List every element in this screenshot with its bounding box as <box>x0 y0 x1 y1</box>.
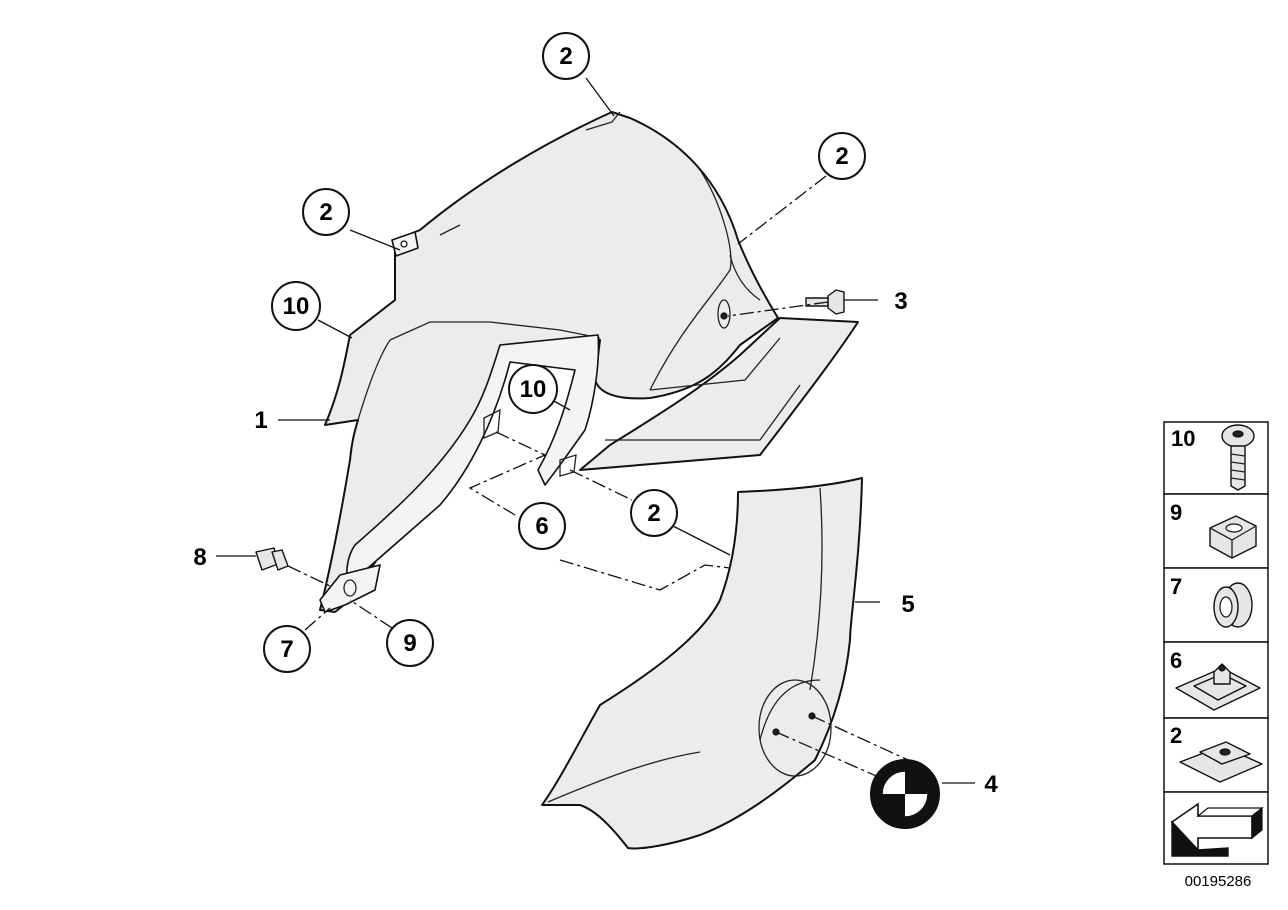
svg-text:2: 2 <box>647 500 660 527</box>
emblem-part <box>870 759 940 829</box>
callout-2-right: 2 <box>818 132 866 180</box>
label-3: 3 <box>894 288 907 315</box>
svg-text:2: 2 <box>835 143 848 170</box>
callout-2-left: 2 <box>302 188 350 236</box>
bolt-icon <box>1221 424 1255 491</box>
label-1: 1 <box>254 407 267 434</box>
svg-text:10: 10 <box>283 293 310 320</box>
callout-2-center: 2 <box>630 489 678 537</box>
grommet-icon <box>1213 582 1253 628</box>
callout-9: 9 <box>386 619 434 667</box>
callout-10-center: 10 <box>508 364 558 414</box>
callout-10-left: 10 <box>271 281 321 331</box>
legend-label-9: 9 <box>1170 500 1182 525</box>
label-4: 4 <box>984 771 998 798</box>
svg-text:2: 2 <box>319 199 332 226</box>
pin-part <box>805 289 845 315</box>
callout-7: 7 <box>263 625 311 673</box>
clip-nut-icon <box>1209 515 1257 559</box>
lower-panel-part <box>541 477 863 850</box>
bolt-part <box>255 547 289 571</box>
legend-label-6: 6 <box>1170 648 1182 673</box>
svg-text:2: 2 <box>559 43 572 70</box>
legend-label-10: 10 <box>1171 426 1195 451</box>
svg-text:9: 9 <box>403 630 416 657</box>
parts-legend: 10 9 7 6 2 <box>1163 421 1269 865</box>
callout-6: 6 <box>518 502 566 550</box>
svg-text:10: 10 <box>520 376 547 403</box>
label-8: 8 <box>193 544 206 571</box>
legend-label-7: 7 <box>1170 574 1182 599</box>
catalog-number: 00195286 <box>1185 873 1252 890</box>
lower-wing-part <box>579 317 859 471</box>
leader-lines <box>216 77 975 784</box>
spring-nut-icon <box>1175 663 1261 711</box>
speed-nut-icon <box>1179 741 1263 783</box>
callout-2-top: 2 <box>542 32 590 80</box>
label-5: 5 <box>901 591 914 618</box>
svg-text:6: 6 <box>535 513 548 540</box>
legend-label-2: 2 <box>1170 723 1182 748</box>
svg-text:7: 7 <box>280 636 293 663</box>
side-cover-part <box>319 111 779 613</box>
direction-arrow-icon <box>1170 802 1264 857</box>
